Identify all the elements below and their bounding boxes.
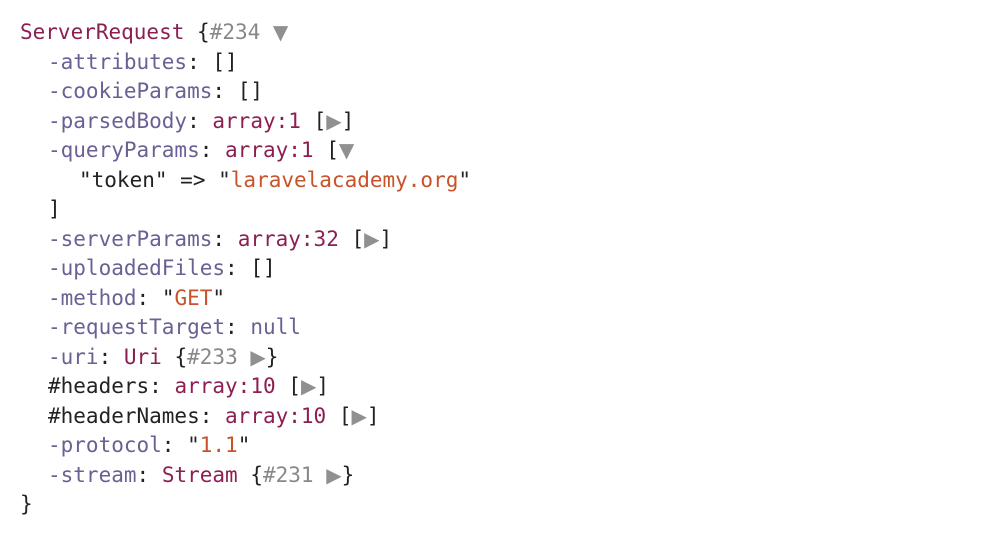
prop-cookie-params: -cookieParams: [] <box>48 79 263 103</box>
prop-header-names: #headerNames: array:10 [▶] <box>20 402 994 432</box>
prop-name: -requestTarget <box>48 315 226 339</box>
prop-query-params: -queryParams: array:1 [▼ <box>20 136 994 166</box>
expand-toggle-icon[interactable]: ▶ <box>364 226 380 251</box>
prop-type: array:1 <box>212 108 301 133</box>
root-line: ServerRequest {#234 ▼ <box>20 18 994 48</box>
prop-name: #headers <box>48 374 150 398</box>
expand-toggle-icon[interactable]: ▶ <box>326 462 342 487</box>
prop-name: -queryParams <box>48 138 200 162</box>
root-ref: #234 <box>209 20 261 44</box>
prop-parsed-body: -parsedBody: array:1 [▶] <box>20 107 994 137</box>
prop-protocol: -protocol: "1.1" <box>48 433 251 457</box>
prop-name: -uri <box>48 344 99 369</box>
prop-stream: -stream: Stream {#231 ▶} <box>20 461 994 491</box>
prop-class: Uri <box>123 344 162 369</box>
prop-name: -protocol <box>48 433 162 457</box>
collapse-toggle-icon[interactable]: ▼ <box>338 138 355 162</box>
prop-type: array:10 <box>174 374 276 398</box>
prop-value: [] <box>250 256 276 280</box>
expand-toggle-icon[interactable]: ▶ <box>300 374 317 398</box>
prop-request-target: -requestTarget: null <box>48 315 301 339</box>
root-open-brace: { <box>197 20 210 44</box>
prop-value: [] <box>212 49 238 74</box>
var-dump: ServerRequest {#234 ▼ -attributes: [] -c… <box>20 18 994 520</box>
prop-value: null <box>250 315 301 339</box>
query-param-token: "token" => "laravelacademy.org" <box>79 167 472 192</box>
expand-toggle-icon[interactable]: ▶ <box>250 344 266 369</box>
expand-toggle-icon[interactable]: ▶ <box>326 108 342 133</box>
prop-value: 1.1 <box>199 433 238 457</box>
item-value: laravelacademy.org <box>230 167 459 192</box>
item-key: "token" <box>79 167 168 192</box>
item-arrow: => <box>180 167 206 192</box>
prop-name: -cookieParams <box>48 79 213 103</box>
prop-class: Stream <box>161 462 238 487</box>
prop-type: array:1 <box>225 138 314 162</box>
expand-toggle-icon[interactable]: ▶ <box>351 403 367 428</box>
prop-uri: -uri: Uri {#233 ▶} <box>20 343 994 373</box>
prop-name: #headerNames <box>48 403 200 428</box>
root-close-line: } <box>20 490 994 520</box>
prop-name: -method <box>48 285 137 310</box>
prop-name: -uploadedFiles <box>48 256 226 280</box>
prop-name: -stream <box>48 462 137 487</box>
query-params-close: ] <box>48 197 61 221</box>
prop-type: array:32 <box>237 226 339 251</box>
prop-method: -method: "GET" <box>48 285 226 310</box>
root-class-name: ServerRequest <box>20 20 185 44</box>
prop-type: array:10 <box>225 403 327 428</box>
prop-name: -serverParams <box>48 226 213 251</box>
prop-uploaded-files: -uploadedFiles: [] <box>48 256 276 280</box>
prop-name: -attributes <box>48 49 188 74</box>
prop-value: [] <box>237 79 263 103</box>
prop-headers: #headers: array:10 [▶] <box>20 372 994 402</box>
prop-ref: #231 <box>263 462 314 487</box>
prop-ref: #233 <box>187 344 238 369</box>
prop-attributes: -attributes: [] <box>48 49 238 74</box>
collapse-toggle-icon[interactable]: ▼ <box>272 20 289 44</box>
prop-name: -parsedBody <box>48 108 188 133</box>
prop-value: GET <box>174 285 213 310</box>
root-close-brace: } <box>20 492 33 516</box>
prop-server-params: -serverParams: array:32 [▶] <box>20 225 994 255</box>
